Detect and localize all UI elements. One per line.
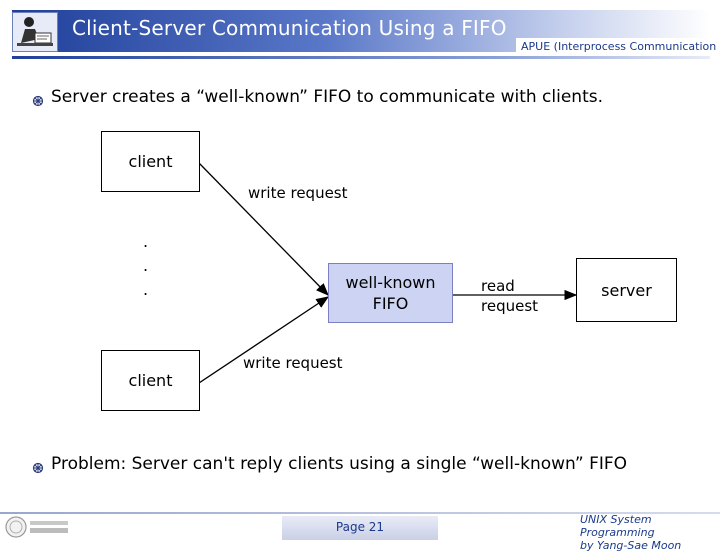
well-known-fifo-box: well-known FIFO (328, 263, 453, 323)
write-request-label-bottom: write request (243, 354, 343, 372)
university-seal-icon (4, 515, 72, 539)
footer-divider (0, 512, 720, 514)
ellipsis-dot: . (143, 280, 149, 299)
ellipsis-dot: . (143, 256, 149, 275)
arrow-client-top-to-fifo (198, 162, 329, 296)
bullet-text-fifo-intro: Server creates a “well-known” FIFO to co… (51, 87, 604, 107)
ellipsis-dot: . (143, 232, 149, 251)
bullet-icon (32, 92, 44, 107)
server-box: server (576, 258, 677, 322)
diagram-arrows (198, 162, 578, 384)
read-request-label: read request (481, 277, 539, 315)
slide-title: Client-Server Communication Using a FIFO (72, 16, 507, 40)
header-underline (12, 56, 710, 59)
client-bottom-box: client (101, 350, 200, 411)
page-number-box (282, 516, 438, 540)
professor-at-desk-icon (12, 12, 58, 52)
page-number: Page 21 (335, 520, 385, 534)
client-top-box: client (101, 131, 200, 192)
bullet-icon (32, 459, 44, 474)
bullet-text-problem: Problem: Server can't reply clients usin… (51, 454, 628, 474)
subtitle-tab (516, 38, 710, 56)
section-subtitle: APUE (Interprocess Communication (521, 40, 717, 53)
arrow-client-bottom-to-fifo (198, 296, 330, 384)
write-request-label-top: write request (248, 184, 348, 202)
course-credit: UNIX System Programming by Yang-Sae Moon (580, 513, 682, 552)
